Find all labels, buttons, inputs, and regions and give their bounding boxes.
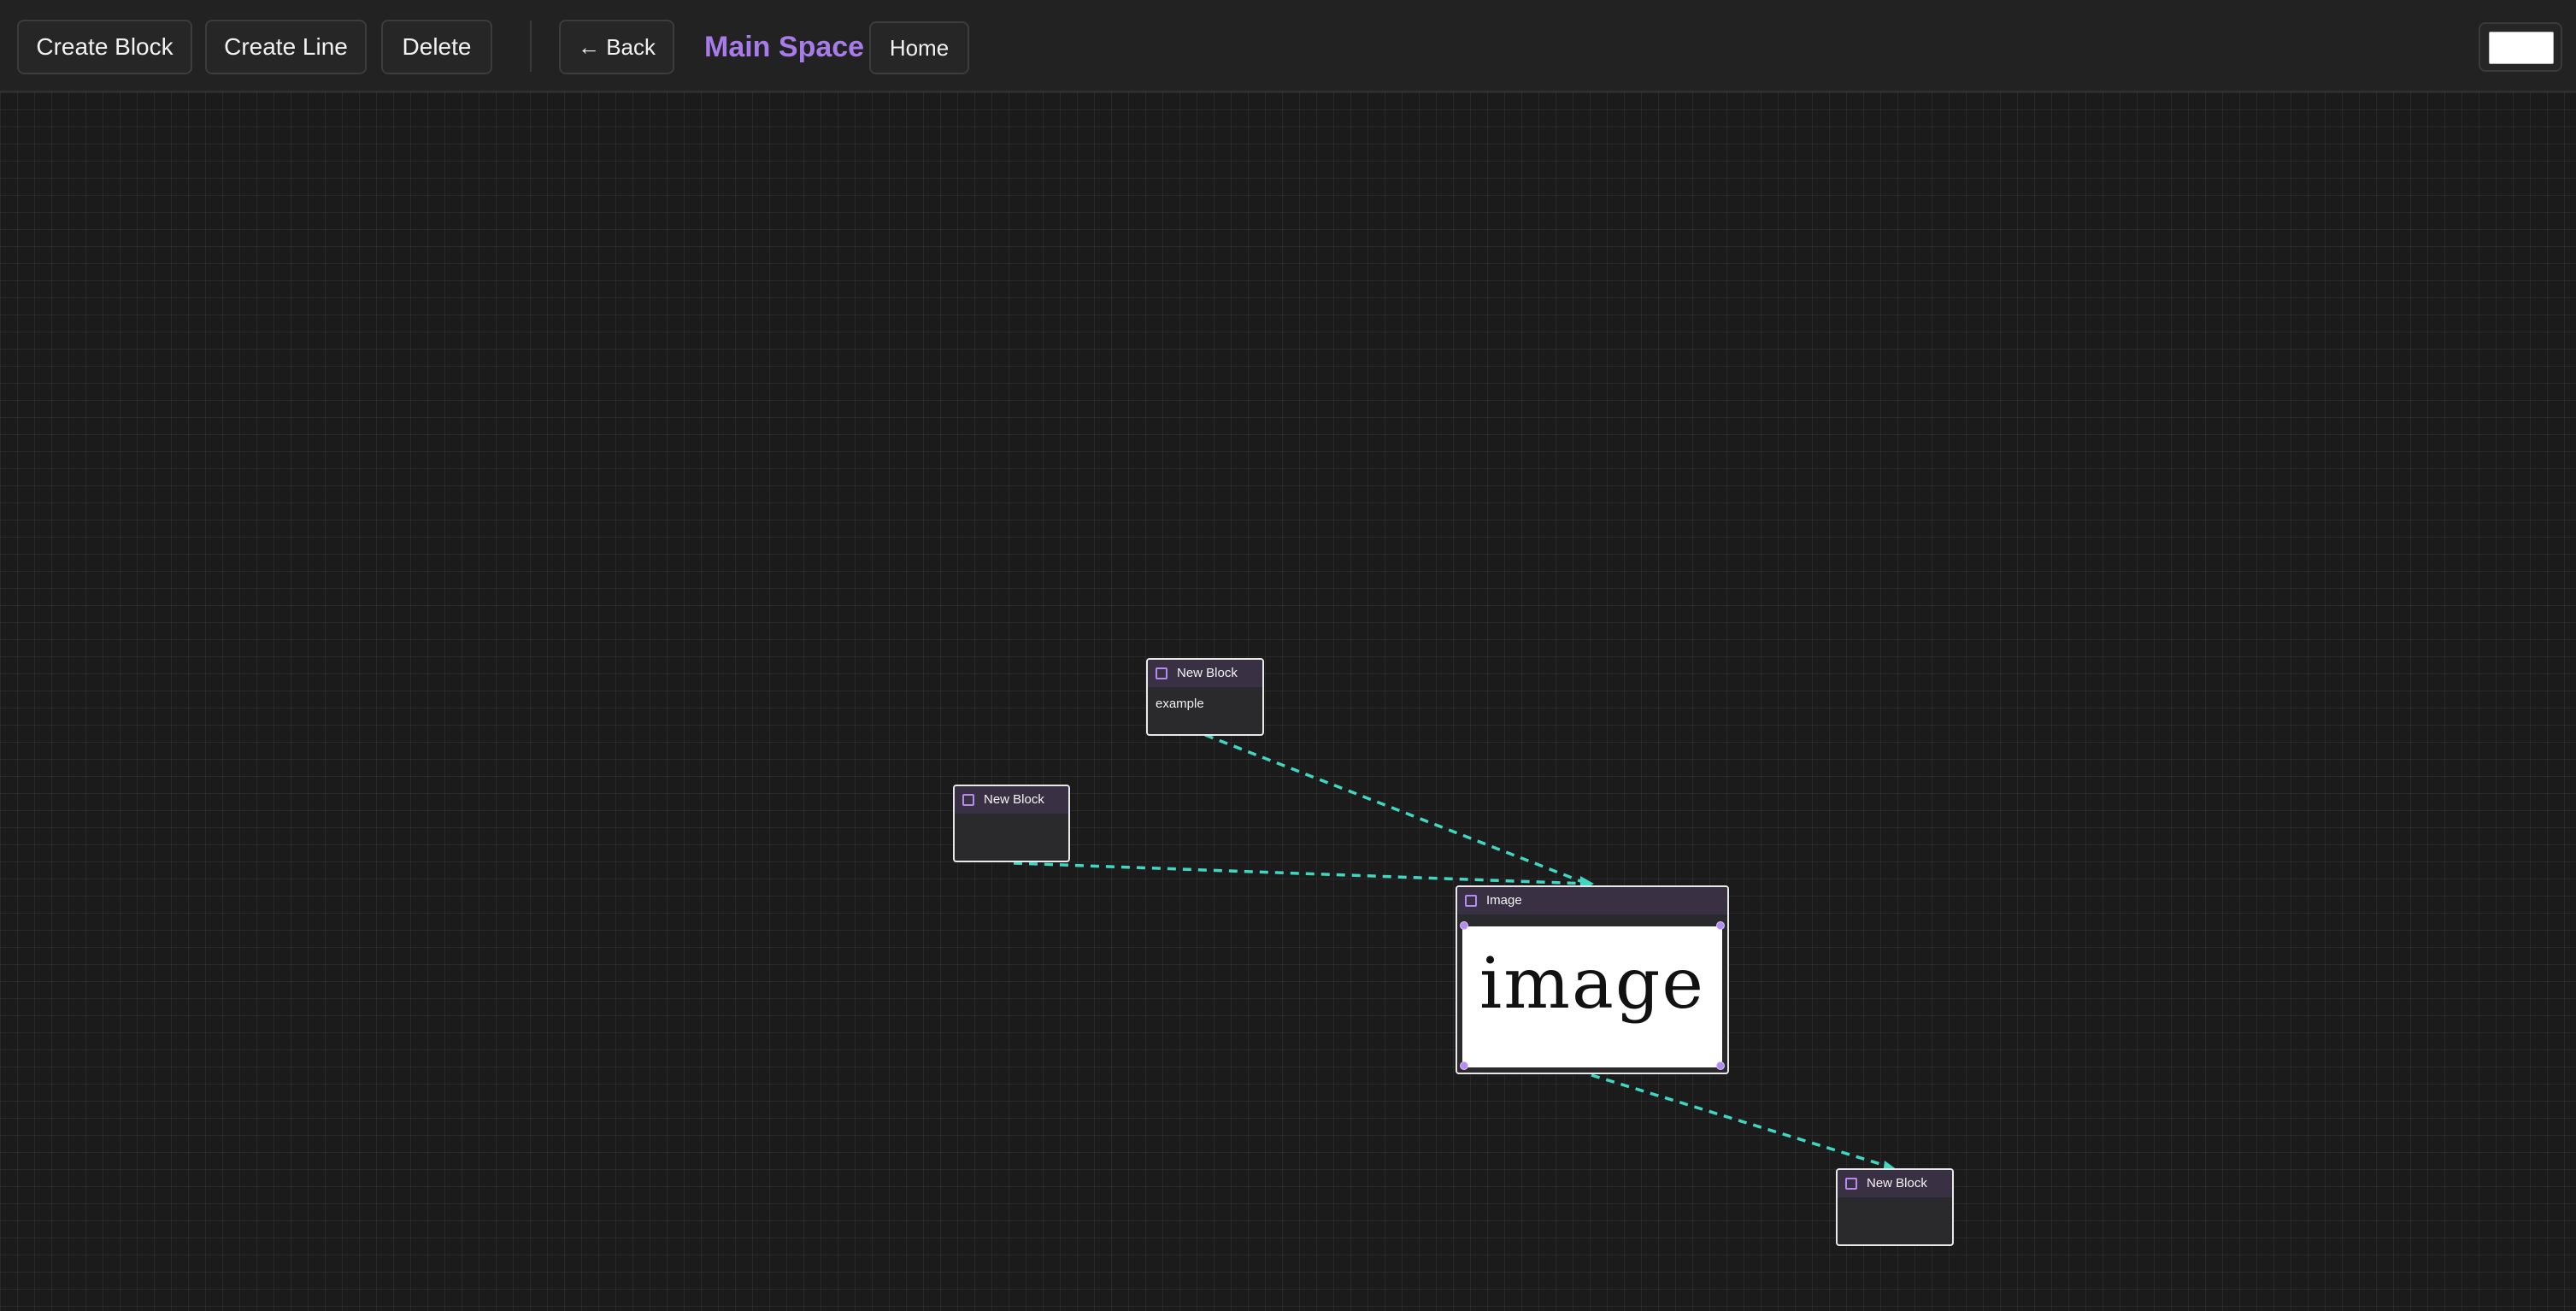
resize-handle[interactable]: [1460, 921, 1468, 930]
canvas[interactable]: New Block example New Block Image image …: [0, 92, 2576, 1311]
block-title: New Block: [984, 792, 1044, 807]
block[interactable]: New Block: [953, 785, 1070, 862]
block-header[interactable]: New Block: [955, 786, 1068, 814]
page-title: Main Space: [704, 31, 865, 63]
block-checkbox[interactable]: [1465, 895, 1477, 907]
block[interactable]: New Block: [1836, 1168, 1954, 1246]
block-content[interactable]: [955, 814, 1068, 832]
block-title: New Block: [1177, 666, 1238, 680]
block-checkbox[interactable]: [962, 794, 974, 806]
color-swatch[interactable]: [2489, 32, 2554, 64]
connectors-layer: [1013, 733, 1897, 1174]
create-block-button[interactable]: Create Block: [17, 20, 192, 74]
color-picker[interactable]: [2479, 22, 2562, 72]
resize-handle[interactable]: [1460, 1061, 1468, 1070]
image-block[interactable]: Image image: [1456, 885, 1729, 1074]
connector-line[interactable]: [1204, 733, 1588, 885]
toolbar: Create Block Create Line Delete ← Back M…: [0, 0, 2576, 92]
image-text: image: [1479, 944, 1705, 1025]
toolbar-separator: [530, 21, 532, 72]
back-button[interactable]: ← Back: [559, 20, 674, 74]
connector-line[interactable]: [1013, 861, 1588, 885]
delete-button[interactable]: Delete: [381, 20, 492, 74]
connector-line[interactable]: [1591, 1073, 1892, 1169]
block-title: New Block: [1867, 1176, 1927, 1190]
home-button[interactable]: Home: [869, 21, 969, 74]
block-checkbox[interactable]: [1845, 1178, 1857, 1190]
block-header[interactable]: Image: [1457, 887, 1727, 914]
block[interactable]: New Block example: [1146, 658, 1264, 736]
block-header[interactable]: New Block: [1838, 1170, 1952, 1197]
create-line-button[interactable]: Create Line: [205, 20, 367, 74]
block-header[interactable]: New Block: [1148, 660, 1262, 687]
block-title: Image: [1486, 893, 1522, 908]
block-content[interactable]: [1838, 1197, 1952, 1216]
resize-handle[interactable]: [1716, 1061, 1725, 1070]
resize-handle[interactable]: [1716, 921, 1725, 930]
block-image[interactable]: image: [1462, 926, 1722, 1067]
block-checkbox[interactable]: [1156, 667, 1167, 679]
block-content[interactable]: example: [1156, 697, 1204, 711]
